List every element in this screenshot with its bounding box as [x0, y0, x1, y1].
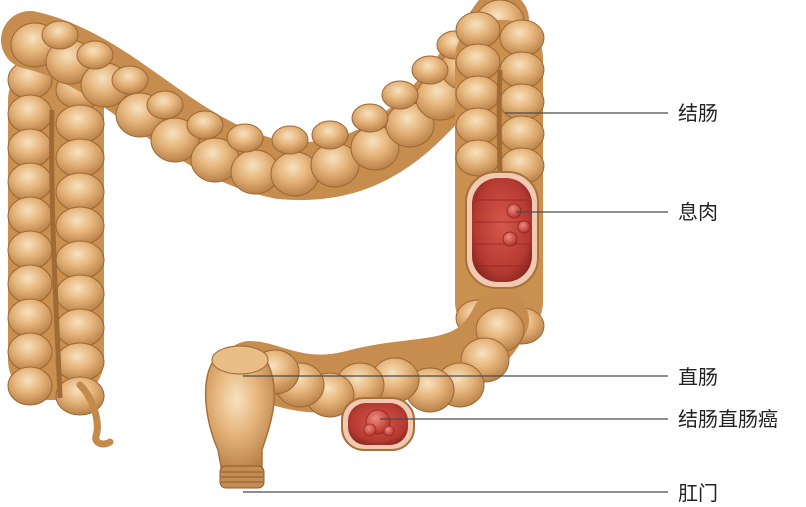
haustra-segment — [8, 129, 52, 167]
label-anus: 肛门 — [678, 481, 718, 505]
haustra-segment — [77, 41, 113, 69]
haustra-segment — [8, 197, 52, 235]
haustra-segment — [500, 52, 544, 88]
label-colorectal-cancer: 结肠直肠癌 — [678, 407, 778, 431]
haustra-segment — [112, 66, 148, 94]
haustra-segment — [8, 367, 52, 405]
haustra-segment — [382, 81, 418, 109]
haustra-segment — [352, 104, 388, 132]
haustra-segment — [56, 343, 104, 381]
haustra-segment — [8, 333, 52, 371]
label-colon: 结肠 — [678, 101, 718, 125]
haustra-segment — [56, 275, 104, 313]
haustra-segment — [500, 116, 544, 152]
haustra-segment — [8, 265, 52, 303]
haustra-segment — [56, 139, 104, 177]
haustra-segment — [227, 124, 263, 152]
ascending-colon — [8, 60, 110, 444]
polyp-2 — [518, 221, 530, 233]
haustra-segment — [147, 91, 183, 119]
polyp-1 — [507, 204, 521, 218]
label-rectum: 直肠 — [678, 365, 718, 389]
anus — [220, 466, 264, 488]
haustra-segment — [8, 231, 52, 269]
haustra-segment — [56, 241, 104, 279]
haustra-segment — [187, 111, 223, 139]
haustra-segment — [456, 108, 500, 144]
haustra-segment — [56, 309, 104, 347]
haustra-segment — [42, 21, 78, 49]
polyp-cutaway — [466, 172, 538, 288]
haustra-segment — [456, 140, 500, 176]
haustra-segment — [456, 44, 500, 80]
haustra-segment — [8, 163, 52, 201]
haustra-segment — [272, 126, 308, 154]
haustra-segment — [500, 20, 544, 56]
haustra-segment — [412, 56, 448, 84]
haustra-segment — [312, 121, 348, 149]
cancer-cutaway — [342, 398, 414, 450]
haustra-segment — [56, 105, 104, 143]
polyp-3 — [503, 232, 517, 246]
label-polyp: 息肉 — [678, 200, 718, 224]
rectum — [206, 346, 275, 472]
haustra-segment — [8, 299, 52, 337]
haustra-segment — [56, 173, 104, 211]
haustra-segment — [8, 95, 52, 133]
haustra-segment — [456, 76, 500, 112]
haustra-segment — [456, 12, 500, 48]
haustra-segment — [500, 84, 544, 120]
haustra-segment — [56, 207, 104, 245]
